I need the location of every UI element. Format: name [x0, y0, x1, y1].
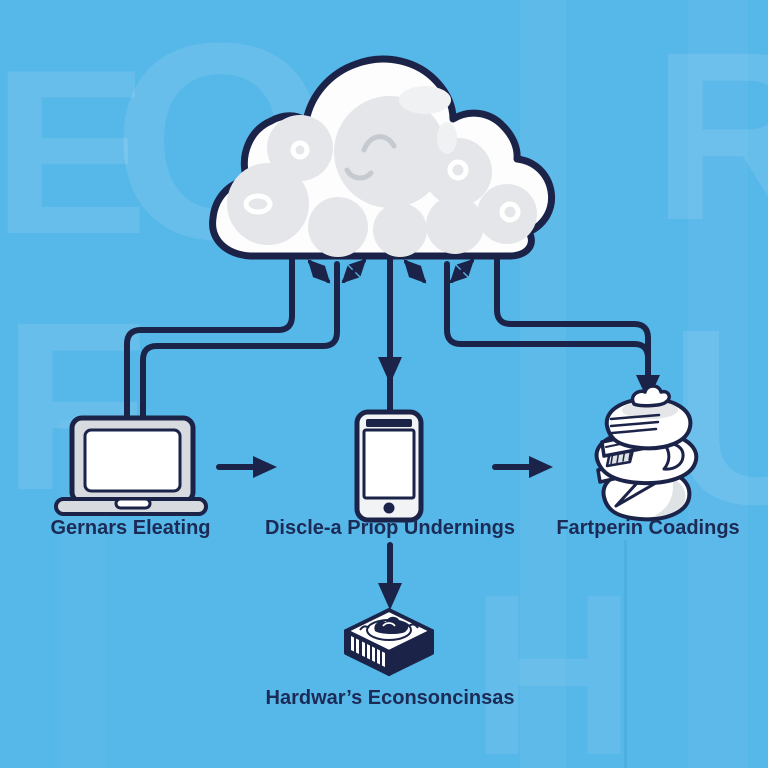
phone-speaker-bar [366, 419, 412, 427]
stacked-disks-icon [594, 384, 699, 522]
laptop-icon [54, 415, 208, 516]
cloud-to-laptop-outer [124, 247, 295, 423]
chip-cloud-emblem [359, 616, 419, 641]
sync-arrow-icon [341, 258, 367, 284]
laptop-screen [83, 428, 182, 493]
smartphone-icon [354, 409, 424, 523]
watermark-letter: E [0, 20, 149, 283]
right-arrow-icon [529, 456, 553, 478]
hardware-box-icon [344, 608, 434, 676]
watermark-letter: R [652, 2, 768, 270]
cloud-bump-rings [243, 140, 521, 223]
cloud-sync-arrows [307, 258, 475, 284]
vent-slats [351, 636, 385, 667]
sync-arrow-icon [403, 259, 427, 284]
phone-home-button [383, 502, 395, 514]
cloud-face [344, 134, 397, 181]
cloud-to-laptop-inner [140, 261, 340, 423]
background-band [520, 0, 566, 768]
watermark-letter: H [470, 546, 637, 768]
chip-label: Hardwar’s Econsoncinsas [265, 687, 515, 709]
sync-arrow-icon [449, 258, 475, 284]
background-band [624, 540, 627, 768]
down-arrow-icon [378, 357, 402, 384]
laptop-label: Gernars Eleating [50, 517, 211, 539]
down-arrow-icon [378, 583, 402, 610]
cloud-to-stack-inner [444, 261, 651, 369]
cloud-to-stack-outer [494, 247, 651, 381]
laptop-notch [114, 497, 152, 510]
cloud-inner-bumps [227, 86, 537, 257]
arrowheads [253, 357, 660, 610]
connector-lines [124, 247, 651, 589]
phone-screen [362, 428, 416, 500]
right-arrow-icon [253, 456, 277, 478]
cloud-icon [209, 55, 556, 260]
background-band [688, 0, 748, 768]
stack-label: Fartperin Coadings [556, 517, 740, 539]
sync-arrow-icon [307, 259, 331, 284]
phone-label: Discle-a Priop Undernings [264, 517, 516, 539]
mini-cloud-icon [630, 384, 671, 408]
